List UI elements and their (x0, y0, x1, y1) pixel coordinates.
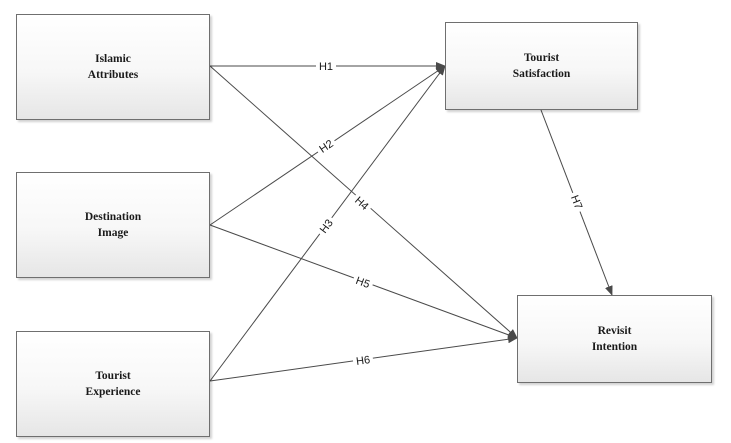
node-destination-image-label: Destination Image (84, 211, 142, 239)
node-revisit-intention-label: Revisit Intention (591, 325, 638, 353)
edge-h1-label-bg (316, 59, 336, 73)
edge-h5-label-bg (351, 272, 375, 292)
node-destination-image: Destination Image (16, 172, 210, 278)
node-islamic-attributes: Islamic Attributes (16, 14, 210, 120)
edge-h7-label: H7 (568, 194, 584, 211)
edge-h4-label-bg (349, 191, 375, 215)
edge-h7-label-bg (566, 190, 588, 214)
node-tourist-satisfaction: Tourist Satisfaction (445, 22, 638, 110)
node-islamic-attributes-label: Islamic Attributes (87, 53, 139, 81)
edge-h6-label-bg (352, 351, 374, 369)
edge-labels: H1 H2 H3 H4 H5 H6 (313, 59, 588, 369)
edge-h1-label: H1 (319, 61, 333, 73)
edge-h3-label-bg (314, 213, 338, 239)
node-revisit-intention: Revisit Intention (517, 295, 712, 383)
edge-h5-label: H5 (354, 275, 371, 291)
edge-h6-label: H6 (355, 354, 371, 368)
node-tourist-experience: Tourist Experience (16, 331, 210, 437)
node-tourist-satisfaction-label: Tourist Satisfaction (512, 52, 571, 80)
edge-h2-label-bg (313, 134, 339, 158)
node-tourist-experience-label: Tourist Experience (85, 370, 141, 398)
